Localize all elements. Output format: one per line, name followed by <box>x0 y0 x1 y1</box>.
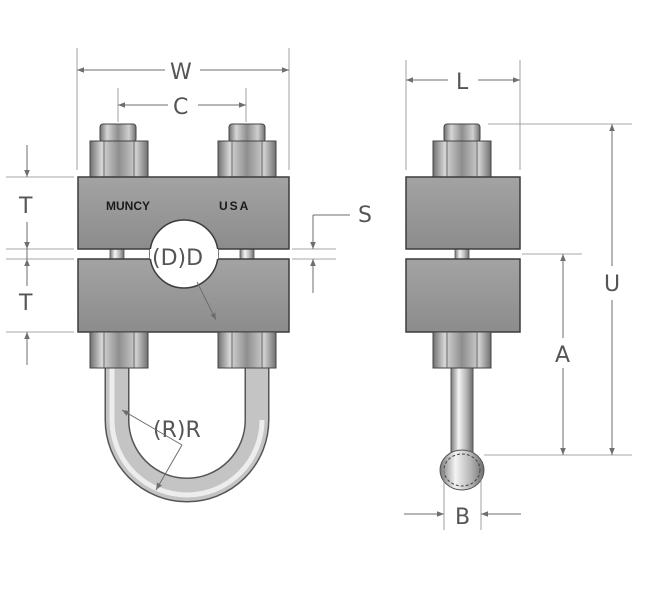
side-rod-end <box>439 449 485 491</box>
label-r: (R)R <box>153 418 201 443</box>
dimension-b: B <box>404 470 521 530</box>
front-view: MUNCY USA W C <box>6 48 372 503</box>
label-t-bottom: T <box>18 291 33 316</box>
label-l: L <box>456 70 469 95</box>
top-right-nut <box>217 123 277 179</box>
dimension-l: L <box>405 60 521 170</box>
dimension-a: A <box>522 253 582 455</box>
dimension-d: (D)D <box>152 246 217 321</box>
side-top-block <box>405 176 521 250</box>
side-bottom-block <box>405 258 521 333</box>
side-view: L U A B <box>404 60 632 530</box>
label-a: A <box>555 343 570 368</box>
u-bolt-rod <box>104 360 270 503</box>
side-rod <box>450 367 474 455</box>
dimension-w: W <box>76 48 290 170</box>
dimension-t: T T <box>6 145 74 365</box>
stamp-muncy: MUNCY <box>106 199 150 213</box>
bottom-left-nut <box>89 331 149 369</box>
label-c: C <box>173 95 188 120</box>
label-b: B <box>455 505 470 530</box>
dimension-u: U <box>484 123 632 456</box>
dimension-c: C <box>117 88 247 122</box>
side-top-nut <box>432 123 492 179</box>
stamp-usa: USA <box>219 199 250 213</box>
label-u: U <box>604 272 620 297</box>
label-d: (D)D <box>152 246 203 271</box>
label-s: S <box>358 203 372 228</box>
top-left-nut <box>89 123 149 179</box>
label-t-top: T <box>18 194 33 219</box>
side-bottom-nut <box>432 331 492 369</box>
bottom-right-nut <box>217 331 277 369</box>
dimension-r: (R)R <box>121 409 201 491</box>
dimension-s: S <box>292 203 372 293</box>
label-w: W <box>170 60 192 85</box>
